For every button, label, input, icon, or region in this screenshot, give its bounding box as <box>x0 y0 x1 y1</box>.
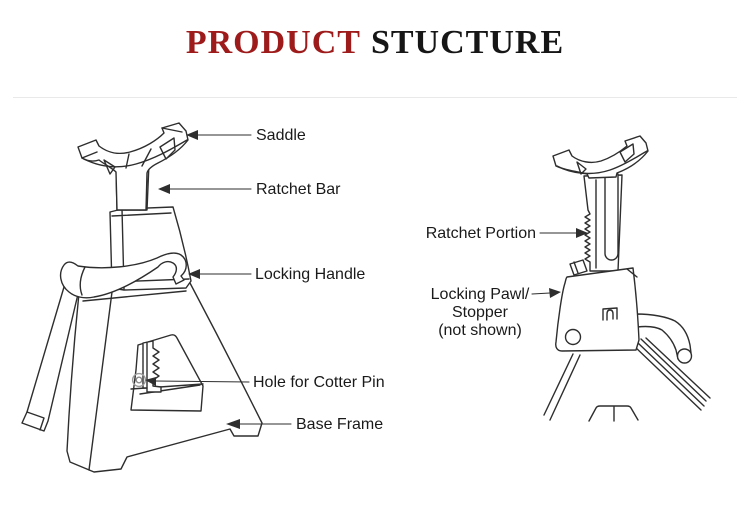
jack-stand-full-view <box>21 122 263 473</box>
arrow-base-frame <box>226 419 240 429</box>
label-locking-pawl-line1: Locking Pawl/ <box>430 286 530 303</box>
arrow-locking-pawl <box>549 288 561 298</box>
label-ratchet-bar: Ratchet Bar <box>256 181 341 198</box>
label-hole-for-cotter-pin: Hole for Cotter Pin <box>253 374 385 391</box>
handle-end-cap <box>676 348 693 364</box>
label-base-frame: Base Frame <box>296 416 384 433</box>
ratchet-mechanism-closeup <box>543 135 711 422</box>
leader-hole <box>154 380 250 383</box>
label-locking-pawl-line2: Stopper <box>451 303 509 321</box>
label-locking-pawl-stopper: Locking Pawl/ Stopper (not shown) <box>420 286 540 340</box>
label-locking-pawl-line3: (not shown) <box>438 321 522 339</box>
bar-slot <box>604 168 619 261</box>
frame-legs-left <box>543 353 581 421</box>
label-saddle: Saddle <box>256 127 306 144</box>
label-locking-handle: Locking Handle <box>255 266 366 283</box>
closeup-saddle-shape <box>552 135 649 179</box>
leader-locking-pawl <box>531 292 551 295</box>
frame-foot <box>588 405 639 422</box>
title-word-product: PRODUCT <box>185 24 361 61</box>
arrow-ratchet-portion <box>576 228 588 238</box>
arrow-hole <box>145 377 156 386</box>
arrow-locking-handle <box>188 269 200 279</box>
arrow-ratchet-bar <box>158 184 170 194</box>
title-divider-line <box>13 97 737 98</box>
housing-notch <box>602 307 618 321</box>
title-word-structure: STUCTURE <box>370 24 565 61</box>
frame-legs-right <box>633 337 711 411</box>
callout-leaders <box>145 130 588 429</box>
arrow-saddle <box>186 130 198 140</box>
label-ratchet-portion: Ratchet Portion <box>425 225 536 242</box>
locking-handle-shape <box>59 252 187 299</box>
housing-hole <box>564 328 582 346</box>
saddle-shape <box>77 122 189 211</box>
